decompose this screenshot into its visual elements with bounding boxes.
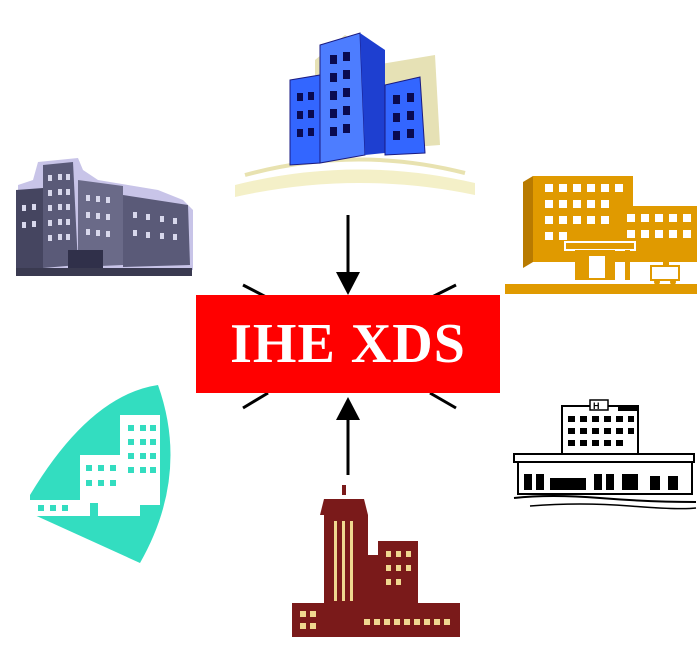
ihe-xds-hub: IHE XDS — [196, 295, 500, 393]
spoke-lower-right — [429, 391, 457, 410]
arrowhead-down — [336, 272, 360, 295]
arrowhead-up — [336, 397, 360, 420]
outlined-hospital-icon: H — [513, 399, 697, 510]
blue-office-tower-icon — [235, 32, 475, 197]
orange-hospital-ambulance-icon — [505, 176, 697, 294]
svg-text:H: H — [593, 401, 600, 411]
teal-clinic-icon — [30, 385, 171, 563]
hub-label: IHE XDS — [230, 313, 466, 375]
spoke-lower-left — [242, 391, 269, 410]
maroon-tower-icon — [292, 485, 460, 637]
slate-hospital-complex-icon — [16, 158, 193, 276]
